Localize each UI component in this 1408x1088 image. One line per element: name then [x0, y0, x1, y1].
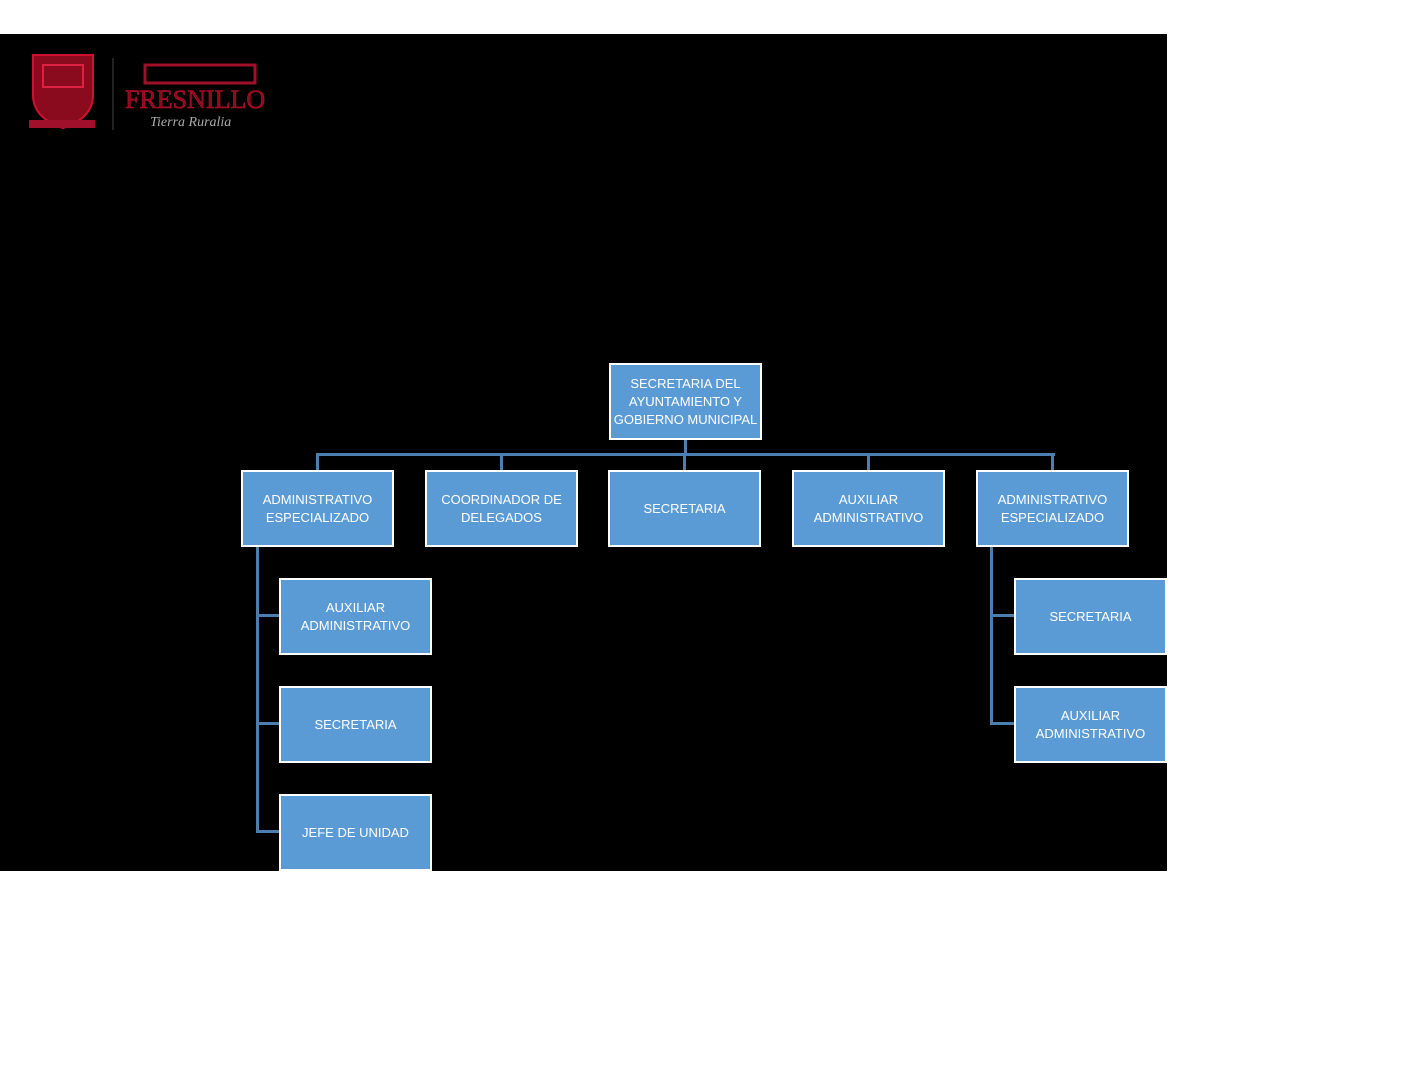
node-left-secretaria: SECRETARIA [279, 686, 432, 763]
svg-text:FRESNILLO: FRESNILLO [125, 85, 265, 114]
node-right-auxiliar: AUXILIAR ADMINISTRATIVO [1014, 686, 1167, 763]
node-left-jefe-unidad: JEFE DE UNIDAD [279, 794, 432, 871]
node-coordinador-delegados: COORDINADOR DE DELEGADOS [425, 470, 578, 547]
org-chart-canvas [0, 34, 1167, 871]
svg-text:Tierra Ruralia: Tierra Ruralia [150, 115, 231, 130]
node-auxiliar-administrativo: AUXILIAR ADMINISTRATIVO [792, 470, 945, 547]
fresnillo-logo: FRESNILLO Tierra Ruralia [29, 54, 265, 130]
node-left-auxiliar: AUXILIAR ADMINISTRATIVO [279, 578, 432, 655]
node-right-secretaria: SECRETARIA [1014, 578, 1167, 655]
node-admin-especializado-left: ADMINISTRATIVO ESPECIALIZADO [241, 470, 394, 547]
node-admin-especializado-right: ADMINISTRATIVO ESPECIALIZADO [976, 470, 1129, 547]
root-node: SECRETARIA DEL AYUNTAMIENTO Y GOBIERNO M… [609, 363, 762, 440]
node-secretaria: SECRETARIA [608, 470, 761, 547]
